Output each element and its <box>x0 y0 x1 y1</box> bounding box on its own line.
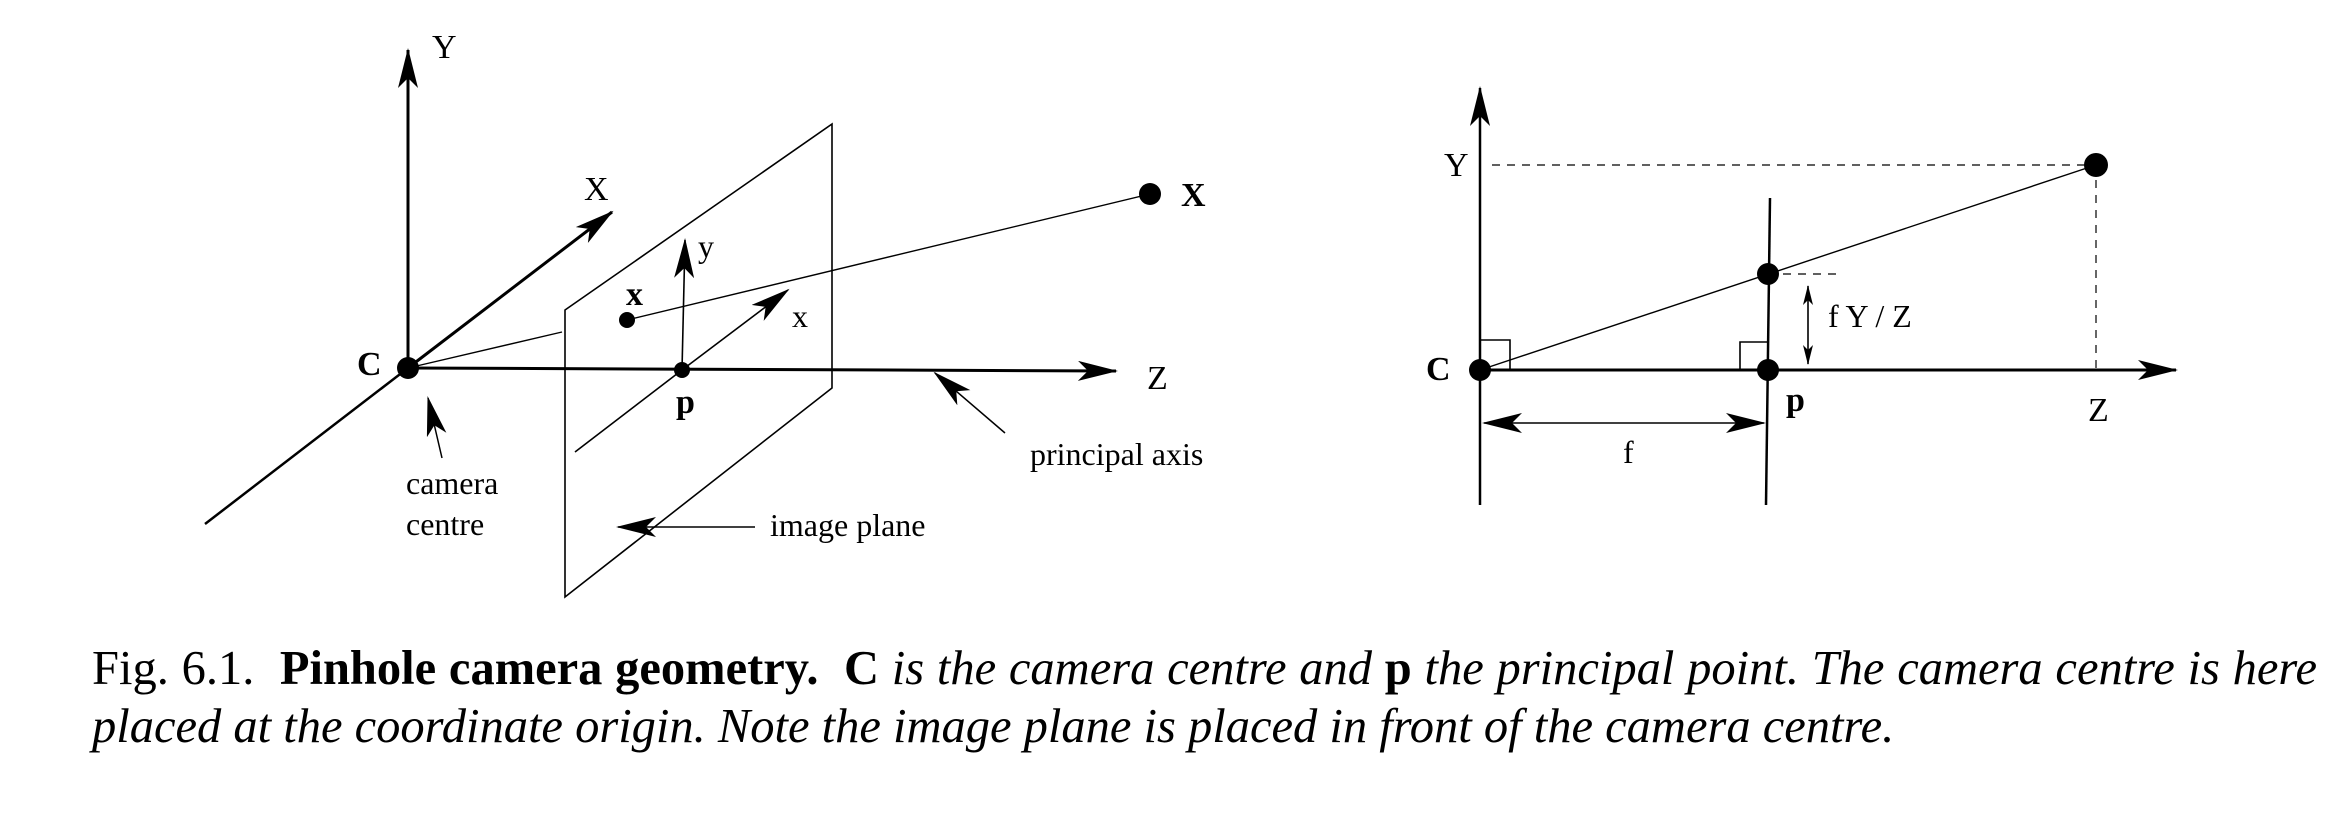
label-principal-axis: principal axis <box>1030 436 1203 472</box>
left-label-y-image: y <box>698 228 714 264</box>
principal-axis-pointer <box>933 371 1006 434</box>
caption-title: Pinhole camera geometry. <box>279 642 819 695</box>
caption-text-1: is the camera centre and <box>891 642 1373 695</box>
right-point-world-marker <box>2084 153 2108 177</box>
figure-caption: Fig. 6.1. Pinhole camera geometry. C is … <box>92 640 2317 756</box>
label-image-plane: image plane <box>770 507 925 543</box>
image-x-axis <box>681 288 790 371</box>
caption-fig-number: Fig. 6.1. <box>92 642 255 695</box>
point-C-marker <box>397 357 419 379</box>
point-X-marker <box>1139 183 1161 205</box>
caption-text-2: the principal point. The camera centre i… <box>92 642 2318 753</box>
ray-c-to-X <box>407 331 563 369</box>
right-angle-C <box>1480 339 1511 370</box>
left-label-x-image: x <box>792 298 808 334</box>
ray-x-to-X <box>626 193 1151 321</box>
right-image-plane <box>1764 197 1772 506</box>
right-label-Y: Y <box>1444 147 1469 184</box>
caption-symbol-p: p <box>1384 642 1412 695</box>
point-x-marker <box>619 312 635 328</box>
right-point-C-marker <box>1469 359 1491 381</box>
right-ray <box>1479 164 2097 371</box>
left-label-C: C <box>357 346 382 383</box>
right-point-p-marker <box>1757 359 1779 381</box>
left-x-axis <box>407 210 614 370</box>
camera-centre-pointer <box>426 396 447 459</box>
right-label-f: f <box>1623 434 1634 470</box>
left-x-axis-back <box>204 367 409 525</box>
label-centre: centre <box>406 506 484 542</box>
right-angle-p <box>1739 341 1768 370</box>
right-diagram: Y Z C p f f Y / Z <box>1426 86 2178 506</box>
left-label-X-axis: X <box>584 171 609 208</box>
left-diagram: Y X Z C p x X y x camera centre image pl… <box>204 29 1206 599</box>
right-point-image-marker <box>1757 263 1779 285</box>
right-label-C: C <box>1426 351 1451 388</box>
left-z-axis <box>407 360 1118 381</box>
right-label-Z: Z <box>2088 392 2109 429</box>
left-label-x-point: x <box>626 276 643 313</box>
image-y-axis <box>674 238 695 371</box>
label-camera: camera <box>406 465 498 501</box>
point-p-marker <box>674 362 690 378</box>
left-label-X-point: X <box>1181 177 1206 214</box>
left-label-Z: Z <box>1147 360 1168 397</box>
right-label-fyz: f Y / Z <box>1828 298 1912 334</box>
image-plane <box>564 122 833 599</box>
caption-symbol-C: C <box>844 642 880 695</box>
left-label-p: p <box>676 384 695 421</box>
right-label-p: p <box>1786 382 1805 419</box>
image-plane-x-line <box>574 369 683 453</box>
left-label-Y: Y <box>432 29 457 66</box>
